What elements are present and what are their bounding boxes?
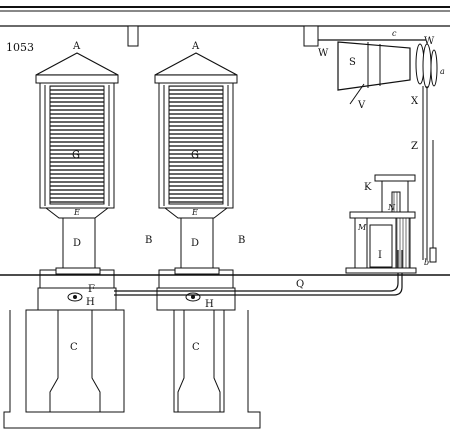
cone-pulley-s — [337, 41, 411, 91]
pump-machine — [345, 174, 417, 274]
labels: A A G G E E D D B B F H H C C Q W W c S … — [70, 29, 445, 353]
label-m: M — [357, 223, 367, 232]
label-e-right: E — [191, 208, 198, 217]
label-s: S — [349, 57, 356, 68]
right-slat-stack — [168, 85, 224, 205]
floor — [0, 274, 450, 429]
label-v: V — [357, 100, 366, 111]
label-d-left: D — [73, 238, 81, 249]
right-chamber-d — [180, 217, 214, 271]
label-c-small: c — [392, 29, 397, 38]
left-chamber-d — [62, 217, 96, 271]
label-f: F — [88, 284, 95, 295]
right-roof — [154, 52, 238, 76]
label-a-left: A — [72, 41, 81, 52]
right-base-c — [173, 309, 225, 413]
left-tower — [25, 52, 125, 413]
label-w-right: W — [424, 36, 435, 47]
label-h-left: H — [86, 297, 95, 308]
overhead-gear — [303, 25, 438, 105]
right-tower — [154, 52, 238, 413]
cylinder-i — [369, 224, 393, 268]
label-h-right: H — [205, 299, 214, 310]
label-k: K — [364, 182, 372, 193]
left-base-c — [25, 309, 125, 413]
label-g-left: G — [72, 150, 80, 161]
pipe-q — [114, 250, 403, 296]
left-roof — [35, 52, 119, 76]
label-c-left: C — [70, 342, 78, 353]
label-a-right: A — [191, 41, 200, 52]
label-n: N — [387, 203, 396, 212]
left-slat-stack — [49, 85, 105, 205]
label-w-left: W — [318, 48, 329, 59]
label-b-small: b — [424, 258, 429, 267]
label-e-left: E — [73, 208, 80, 217]
ceiling-beam — [0, 6, 450, 47]
weight-b — [429, 247, 437, 263]
label-q: Q — [296, 279, 304, 290]
label-c-right: C — [192, 342, 200, 353]
label-i: I — [378, 250, 382, 261]
label-g-right: G — [191, 150, 199, 161]
figure-number: 1053 — [6, 41, 34, 54]
label-b-mid: B — [145, 235, 152, 246]
rods — [422, 86, 437, 263]
label-a-small: a — [440, 67, 445, 76]
label-b-right: B — [238, 235, 245, 246]
label-z: Z — [411, 141, 418, 152]
label-x: X — [411, 96, 419, 107]
label-d-right: D — [191, 238, 199, 249]
